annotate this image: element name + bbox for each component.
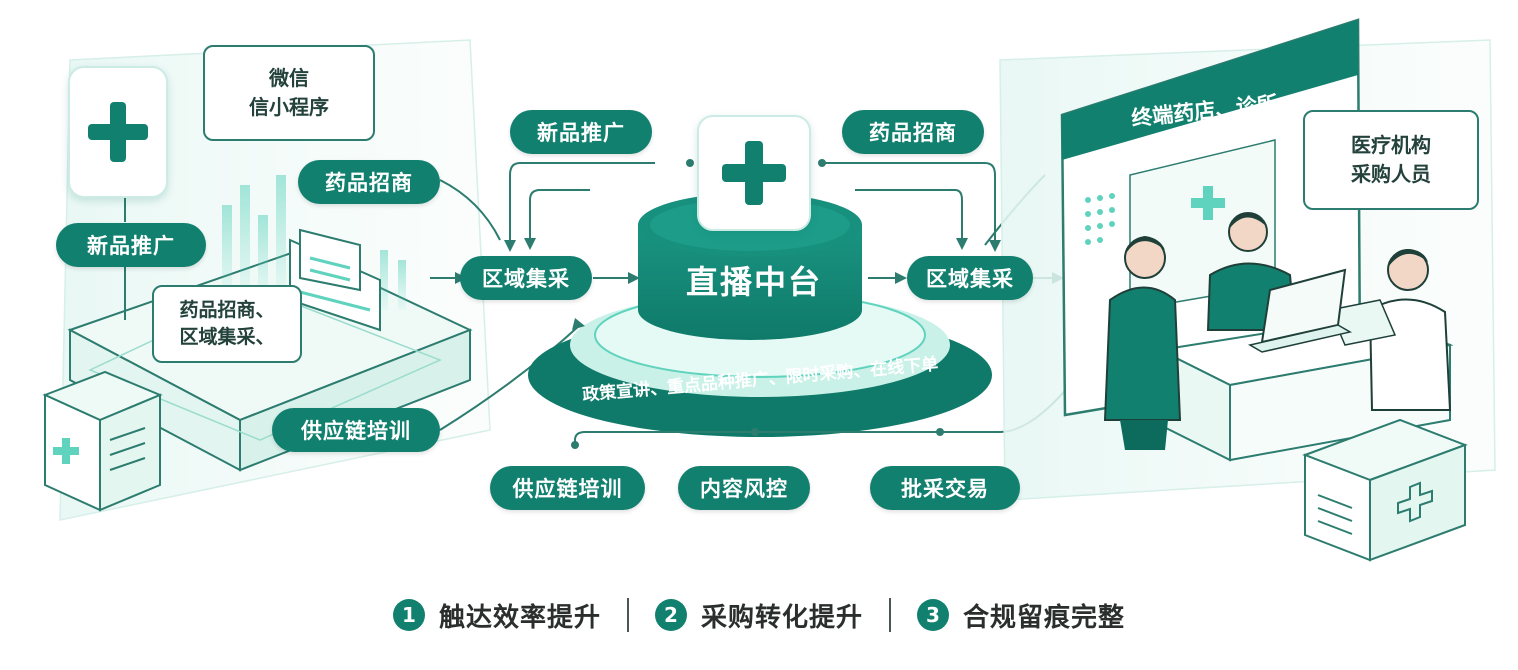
laptop-icon [1247, 268, 1353, 353]
plus-cross-icon [697, 115, 811, 231]
pill-new-product-center: 新品推广 [510, 110, 652, 154]
left-connectors [124, 179, 581, 431]
bubble-line: 医疗机构 [1351, 133, 1431, 157]
benefit-number: 2 [654, 599, 687, 631]
document-stack-icon [289, 228, 381, 332]
pill-new-product-left: 新品推广 [56, 223, 206, 267]
speech-bubble-wechat: 微信 信小程序 [203, 45, 375, 141]
plus-cross-icon [68, 66, 168, 198]
bubble-line: 采购人员 [1351, 162, 1431, 186]
benefit-label: 采购转化提升 [700, 602, 863, 633]
bubble-line: 微信 [269, 66, 309, 90]
hub-title: 直播中台 [685, 263, 822, 301]
bubble-line: 药品招商、 [179, 299, 275, 321]
pill-supply-training: 供应链培训 [490, 466, 645, 510]
bar-chart-icon [222, 175, 406, 310]
speech-bubble-channels: 药品招商、 区域集采、 [152, 285, 302, 363]
pill-regional-procurement-left: 区域集采 [460, 256, 592, 300]
divider [626, 598, 629, 632]
pill-drug-investment-left: 药品招商 [298, 160, 440, 204]
benefit-number: 3 [917, 599, 949, 631]
benefit-item-2: 2 采购转化提升 [654, 597, 863, 634]
medicine-box-icon [1302, 418, 1468, 562]
bubble-line: 信小程序 [249, 95, 329, 119]
divider [889, 598, 891, 632]
benefit-number: 1 [392, 599, 425, 631]
pill-regional-procurement-right: 区域集采 [907, 256, 1033, 300]
benefit-item-1: 1 触达效率提升 [392, 597, 601, 634]
benefit-item-3: 3 合规留痕完整 [917, 597, 1125, 634]
pill-bulk-trade: 批采交易 [870, 466, 1020, 510]
speech-bubble-buyer: 医疗机构 采购人员 [1303, 110, 1479, 210]
people-illustration [1103, 212, 1452, 450]
pill-drug-investment-center: 药品招商 [842, 110, 984, 154]
benefits-bar: 1 触达效率提升 2 采购转化提升 3 合规留痕完整 [0, 590, 1518, 640]
benefit-label: 触达效率提升 [438, 602, 601, 633]
pill-content-risk: 内容风控 [678, 466, 810, 510]
pill-supply-training-left: 供应链培训 [272, 408, 440, 452]
connector-dots [571, 159, 944, 449]
medicine-box-icon [42, 370, 163, 512]
bubble-line: 区域集采、 [179, 326, 275, 348]
benefit-label: 合规留痕完整 [963, 602, 1126, 633]
